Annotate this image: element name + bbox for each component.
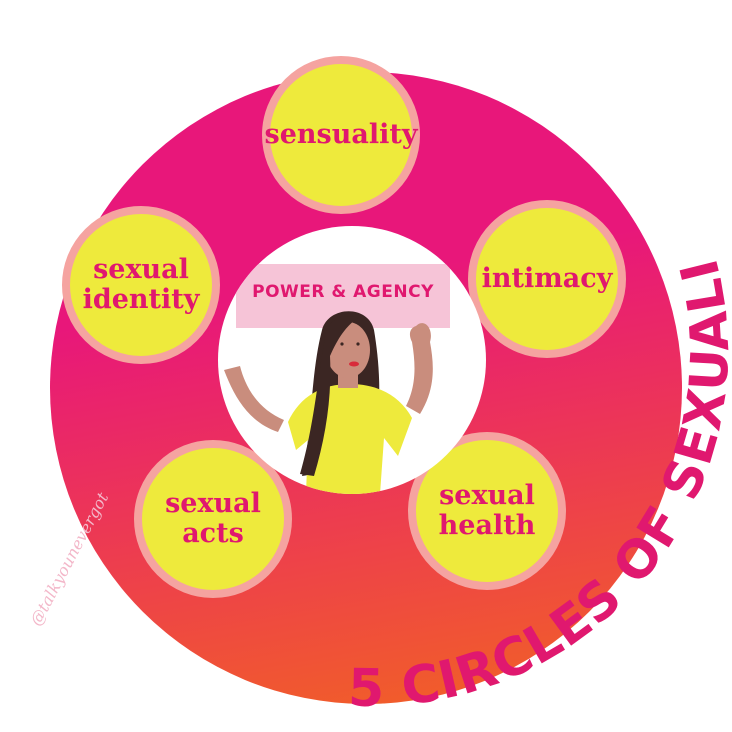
circle-sexual-health: sexual health (408, 432, 566, 590)
center-label: POWER & AGENCY (252, 282, 434, 302)
circle-label: sensuality (264, 118, 418, 150)
circle-label: sexual acts (165, 487, 261, 549)
woman-illustration (224, 264, 450, 494)
hair-front (300, 316, 358, 476)
circle-label: sexual identity (82, 253, 200, 315)
circle-label: intimacy (481, 262, 613, 294)
circle-label: sexual health (438, 479, 536, 541)
circle-sensuality: sensuality (262, 56, 420, 214)
eye (340, 342, 344, 346)
center-circle: POWER & AGENCY (218, 226, 486, 494)
circle-sexual-acts: sexual acts (134, 440, 292, 598)
left-arm (224, 366, 284, 432)
lips (349, 361, 359, 367)
circle-sexual-identity: sexual identity (62, 206, 220, 364)
circle-intimacy: intimacy (468, 200, 626, 358)
right-arm (406, 323, 433, 414)
eye (356, 342, 360, 346)
